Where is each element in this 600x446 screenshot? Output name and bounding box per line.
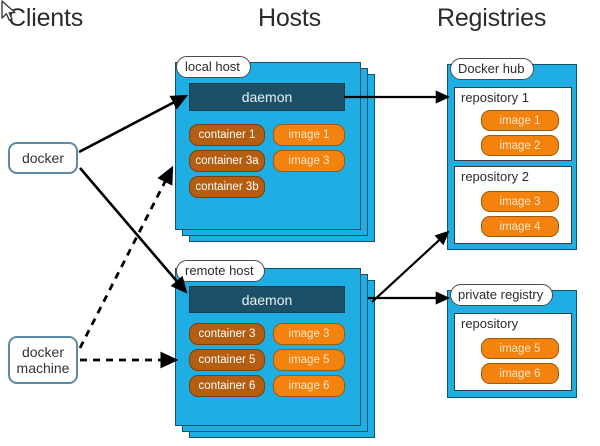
registry-docker-hub[interactable]: repository 1 image 1 image 2 repository …	[447, 64, 577, 250]
repository-image-pill[interactable]: image 3	[481, 191, 559, 212]
client-docker[interactable]: docker	[8, 142, 78, 174]
client-docker-machine[interactable]: docker machine	[8, 336, 78, 384]
container-label: container 5	[198, 354, 256, 366]
container-label: container 3a	[195, 155, 259, 167]
column-header-clients: Clients	[8, 4, 84, 32]
container-pill[interactable]: container 3b	[189, 176, 265, 198]
image-label: image 2	[499, 139, 541, 152]
image-label: image 5	[288, 354, 330, 366]
repository-private[interactable]: repository image 5 image 6	[454, 313, 572, 391]
registry-private-registry[interactable]: repository image 5 image 6	[447, 290, 577, 398]
image-label: image 4	[499, 220, 541, 233]
repository-private-label: repository	[461, 316, 519, 331]
column-header-registries: Registries	[437, 4, 547, 32]
container-label: container 1	[198, 129, 256, 141]
repository-1[interactable]: repository 1 image 1 image 2	[454, 87, 572, 161]
local-host-daemon[interactable]: daemon	[189, 83, 345, 111]
image-pill[interactable]: image 1	[273, 124, 345, 146]
arrow-machine-to-local-host	[78, 165, 174, 349]
image-pill[interactable]: image 6	[273, 375, 345, 397]
repository-image-pill[interactable]: image 6	[481, 363, 559, 384]
registry-docker-hub-tag: Docker hub	[450, 58, 535, 80]
container-pill[interactable]: container 3	[189, 323, 265, 345]
image-label: image 5	[499, 342, 541, 355]
repository-2-label: repository 2	[461, 169, 529, 184]
host-local-host[interactable]: daemon container 1 container 3a containe…	[175, 62, 375, 242]
repository-2[interactable]: repository 2 image 3 image 4	[454, 166, 572, 244]
container-pill[interactable]: container 5	[189, 349, 265, 371]
image-pill[interactable]: image 5	[273, 349, 345, 371]
host-local-host-tag: local host	[176, 56, 251, 78]
local-host-daemon-label: daemon	[241, 89, 293, 105]
image-pill[interactable]: image 3	[273, 323, 345, 345]
arrow-docker-to-local-daemon	[78, 94, 189, 154]
container-label: container 6	[198, 380, 256, 392]
image-label: image 6	[499, 367, 541, 380]
container-pill[interactable]: container 3a	[189, 150, 265, 172]
repository-1-label: repository 1	[461, 90, 529, 105]
container-label: container 3b	[195, 181, 259, 193]
image-label: image 1	[288, 129, 330, 141]
client-docker-label: docker	[21, 150, 65, 166]
container-pill[interactable]: container 1	[189, 124, 265, 146]
image-label: image 3	[288, 155, 330, 167]
image-label: image 3	[499, 195, 541, 208]
image-label: image 1	[499, 114, 541, 127]
image-pill[interactable]: image 3	[273, 150, 345, 172]
repository-image-pill[interactable]: image 2	[481, 135, 559, 156]
arrow-remote-daemon-to-repository-2	[371, 230, 450, 303]
column-header-hosts: Hosts	[258, 4, 321, 32]
client-docker-machine-label-line1: docker	[21, 344, 65, 360]
container-label: container 3	[198, 328, 256, 340]
image-label: image 3	[288, 328, 330, 340]
registry-private-registry-tag: private registry	[450, 284, 554, 306]
host-remote-host-tag: remote host	[176, 260, 265, 282]
image-label: image 6	[288, 380, 330, 392]
repository-image-pill[interactable]: image 1	[481, 110, 559, 131]
mouse-cursor-icon	[1, 0, 16, 21]
remote-host-daemon-label: daemon	[241, 291, 293, 308]
repository-image-pill[interactable]: image 5	[481, 338, 559, 359]
client-docker-machine-label-line2: machine	[16, 360, 70, 376]
container-pill[interactable]: container 6	[189, 375, 265, 397]
host-remote-host[interactable]: daemon container 3 container 5 container…	[175, 268, 375, 438]
arrow-docker-to-remote-daemon	[79, 167, 188, 294]
repository-image-pill[interactable]: image 4	[481, 216, 559, 237]
remote-host-daemon[interactable]: daemon	[189, 286, 345, 313]
